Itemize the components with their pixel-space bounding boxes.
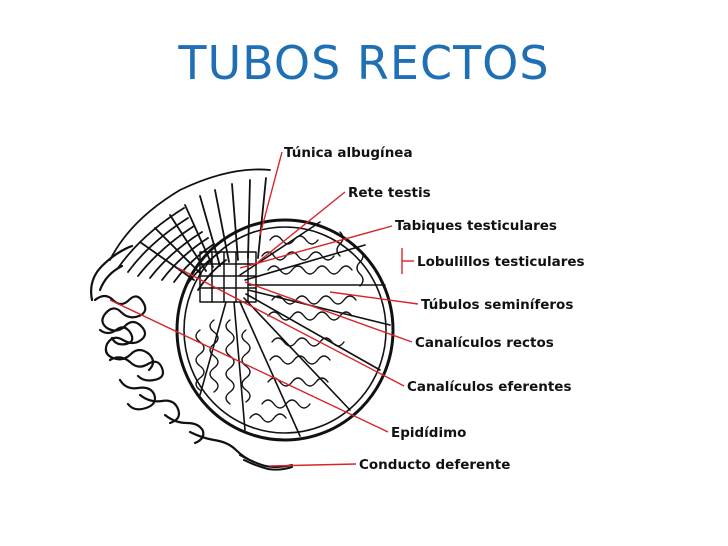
leader-tunica bbox=[259, 151, 283, 236]
label-tunica-albuginea: Túnica albugínea bbox=[284, 145, 413, 161]
leader-rete bbox=[257, 191, 346, 263]
leader-lines bbox=[109, 151, 419, 467]
leader-epididimo bbox=[109, 299, 389, 433]
testis-body-drawing bbox=[175, 218, 395, 442]
label-tabiques-testiculares: Tabiques testiculares bbox=[395, 218, 557, 234]
slide-title: TUBOS RECTOS bbox=[178, 36, 550, 90]
leader-tubulos bbox=[329, 291, 419, 305]
leader-conducto bbox=[269, 463, 357, 467]
leader-canal-rectos bbox=[244, 281, 413, 343]
label-tubulos-seminiferos: Túbulos seminíferos bbox=[421, 297, 573, 313]
label-canaliculos-eferentes: Canalículos eferentes bbox=[407, 379, 572, 395]
label-rete-testis: Rete testis bbox=[348, 185, 431, 201]
vas-deferens-drawing bbox=[239, 454, 293, 471]
label-lobulillos-testiculares: Lobulillos testiculares bbox=[417, 254, 585, 270]
label-epididimo: Epidídimo bbox=[391, 425, 466, 441]
leader-canal-eferentes bbox=[177, 267, 405, 387]
label-canaliculos-rectos: Canalículos rectos bbox=[415, 335, 554, 351]
label-conducto-deferente: Conducto deferente bbox=[359, 457, 510, 473]
leader-tabiques bbox=[239, 225, 393, 269]
diagram-labels: Túnica albugínea Rete testis Tabiques te… bbox=[284, 145, 585, 473]
epididymis-drawing bbox=[90, 244, 256, 464]
